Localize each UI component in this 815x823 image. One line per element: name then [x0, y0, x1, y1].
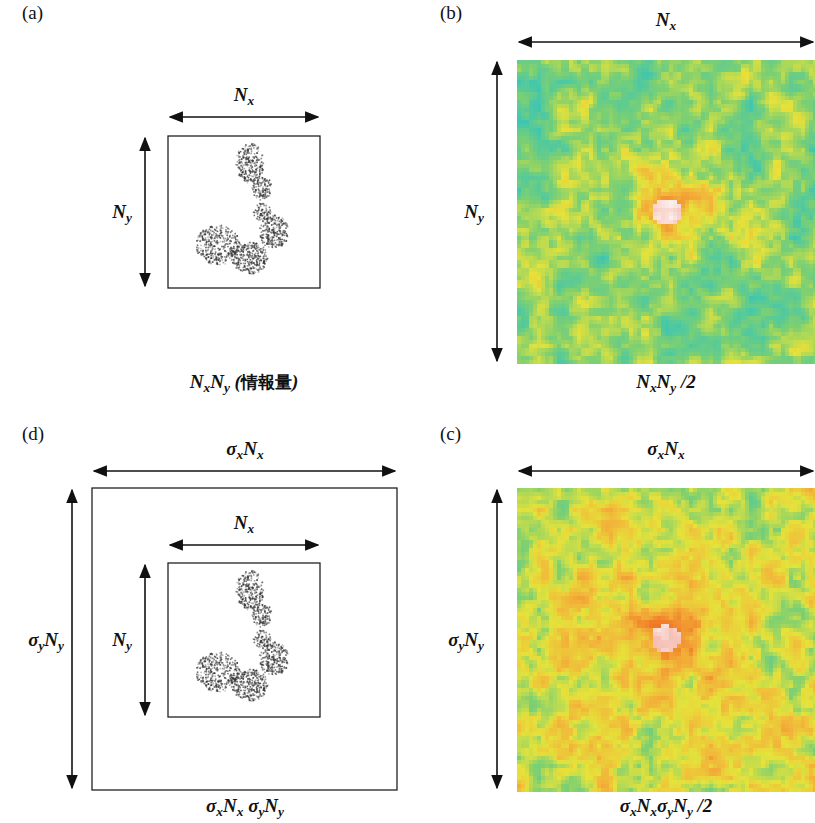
dimension-arrow [496, 490, 498, 788]
dimension-arrow [71, 490, 73, 788]
dimension-arrow [144, 565, 146, 715]
particle-image [196, 570, 289, 702]
panel-letter: (c) [440, 424, 461, 445]
panel-letter: (b) [440, 3, 462, 24]
panel-letter: (d) [22, 424, 44, 445]
dimension-label: Nx [234, 85, 254, 106]
image-frame [168, 563, 320, 717]
particle-image [196, 143, 289, 275]
dimension-label: Ny [112, 202, 132, 223]
dimension-label: Ny [464, 202, 484, 223]
dimension-label: NxNy /2 [636, 372, 696, 393]
padded-frame [92, 488, 397, 790]
dimension-label: σxNx [647, 439, 684, 460]
dimension-arrow [519, 470, 813, 472]
dimension-arrow [144, 138, 146, 286]
image-frame [168, 136, 320, 288]
dimension-arrow [519, 41, 813, 43]
dimension-arrow [170, 116, 318, 118]
dimension-label: NxNy (情報量) [190, 372, 298, 393]
spectrum-map [517, 488, 815, 792]
dimension-label: Nx [234, 513, 254, 534]
dimension-arrow [170, 544, 318, 546]
dimension-label: σyNy [28, 630, 64, 651]
dimension-label: Ny [112, 630, 132, 651]
dimension-label: σxNx σyNy [206, 796, 284, 817]
dimension-label: Nx [656, 10, 676, 31]
dimension-arrow [496, 62, 498, 361]
panel-letter: (a) [22, 3, 43, 24]
dimension-label: σyNy [448, 630, 484, 651]
dimension-arrow [94, 470, 395, 472]
dimension-label: σxNxσyNy /2 [620, 796, 713, 817]
dimension-label: σxNx [226, 439, 263, 460]
spectrum-map [517, 60, 815, 364]
